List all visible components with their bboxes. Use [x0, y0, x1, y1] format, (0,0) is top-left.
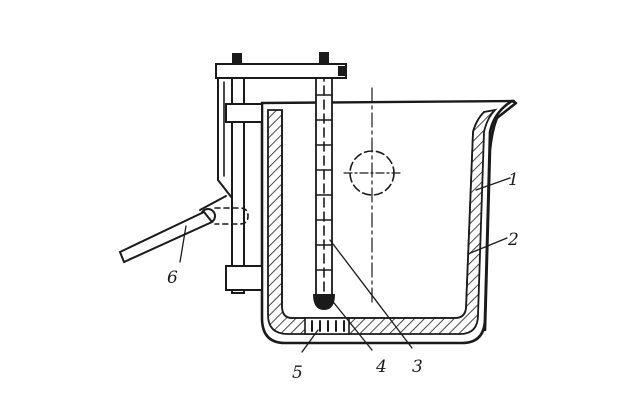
- guide-post: [231, 77, 245, 294]
- bottom-block-marks: [311, 320, 345, 332]
- stopper-rod-sleeves: [315, 71, 333, 301]
- leader-2: [467, 237, 508, 255]
- crossbar-bolt-right: [338, 66, 346, 76]
- label-3: 3: [412, 357, 423, 377]
- label-5: 5: [292, 363, 303, 383]
- ladle-outer-shell: [260, 99, 518, 345]
- upper-guide-bracket: [225, 103, 263, 123]
- rod-top-bolt: [319, 52, 329, 66]
- frame-plate: [217, 77, 233, 211]
- crossbar: [215, 63, 347, 79]
- lining-layer: [267, 108, 498, 335]
- lower-guide-bracket: [225, 265, 263, 291]
- lever-handle: [118, 210, 214, 264]
- ladle-rim: [260, 99, 516, 105]
- lever-link: [199, 195, 227, 211]
- link-dashed: [214, 207, 249, 225]
- leader-6: [179, 225, 187, 263]
- leader-lines: [179, 177, 511, 353]
- label-1: 1: [508, 170, 519, 190]
- label-2: 2: [507, 230, 519, 250]
- crossbar-bolt-left: [232, 53, 242, 65]
- lining-inner-outline: [281, 109, 485, 319]
- leader-4: [329, 297, 373, 351]
- leader-3: [329, 239, 413, 349]
- leader-5: [301, 329, 319, 353]
- leader-1: [475, 177, 511, 191]
- label-4: 4: [375, 357, 387, 377]
- stopper-head: [313, 294, 335, 310]
- label-6: 6: [167, 268, 178, 288]
